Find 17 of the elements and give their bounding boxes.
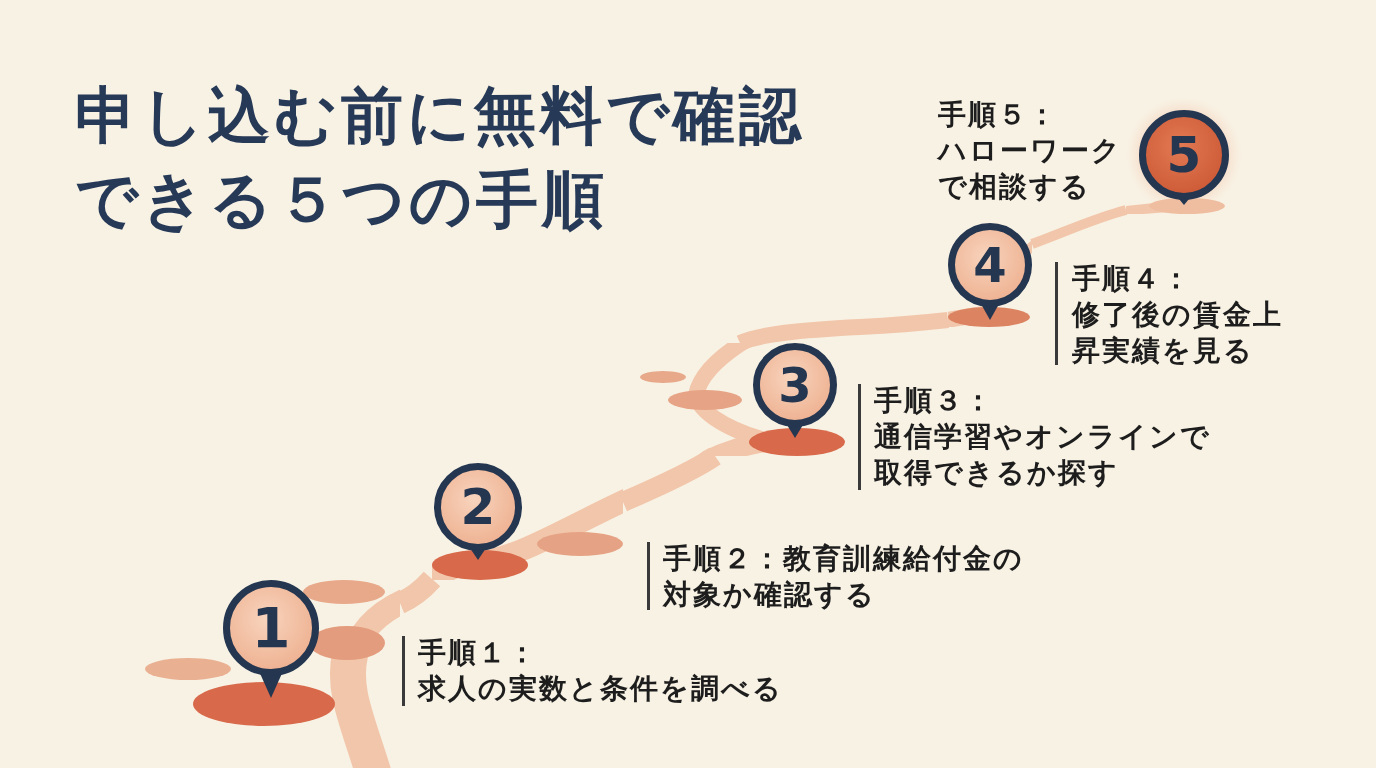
step-heading: 手順５： <box>938 97 1058 133</box>
step-description: 手順２：教育訓練給付金の対象か確認する <box>663 541 1025 613</box>
step-heading: 手順３： <box>874 383 994 419</box>
step-description: 通信学習やオンラインで取得できるか探す <box>874 419 1212 491</box>
step-description: 修了後の賃金上昇実績を見る <box>1072 297 1284 369</box>
title: 申し込む前に無料で確認できる５つの手順 <box>75 78 806 238</box>
step-description: ハローワークで相談する <box>938 133 1122 205</box>
step-number: 2 <box>460 482 496 532</box>
step-number: 5 <box>1166 130 1202 180</box>
step-number: 3 <box>778 361 812 409</box>
step-heading: 手順４： <box>1072 261 1192 297</box>
step-heading: 手順１： <box>418 635 538 671</box>
step-number: 1 <box>251 600 291 656</box>
road-path <box>737 312 949 351</box>
road-path <box>1030 205 1128 249</box>
step-description: 求人の実数と条件を調べる <box>418 671 783 707</box>
step-number: 4 <box>973 241 1007 289</box>
